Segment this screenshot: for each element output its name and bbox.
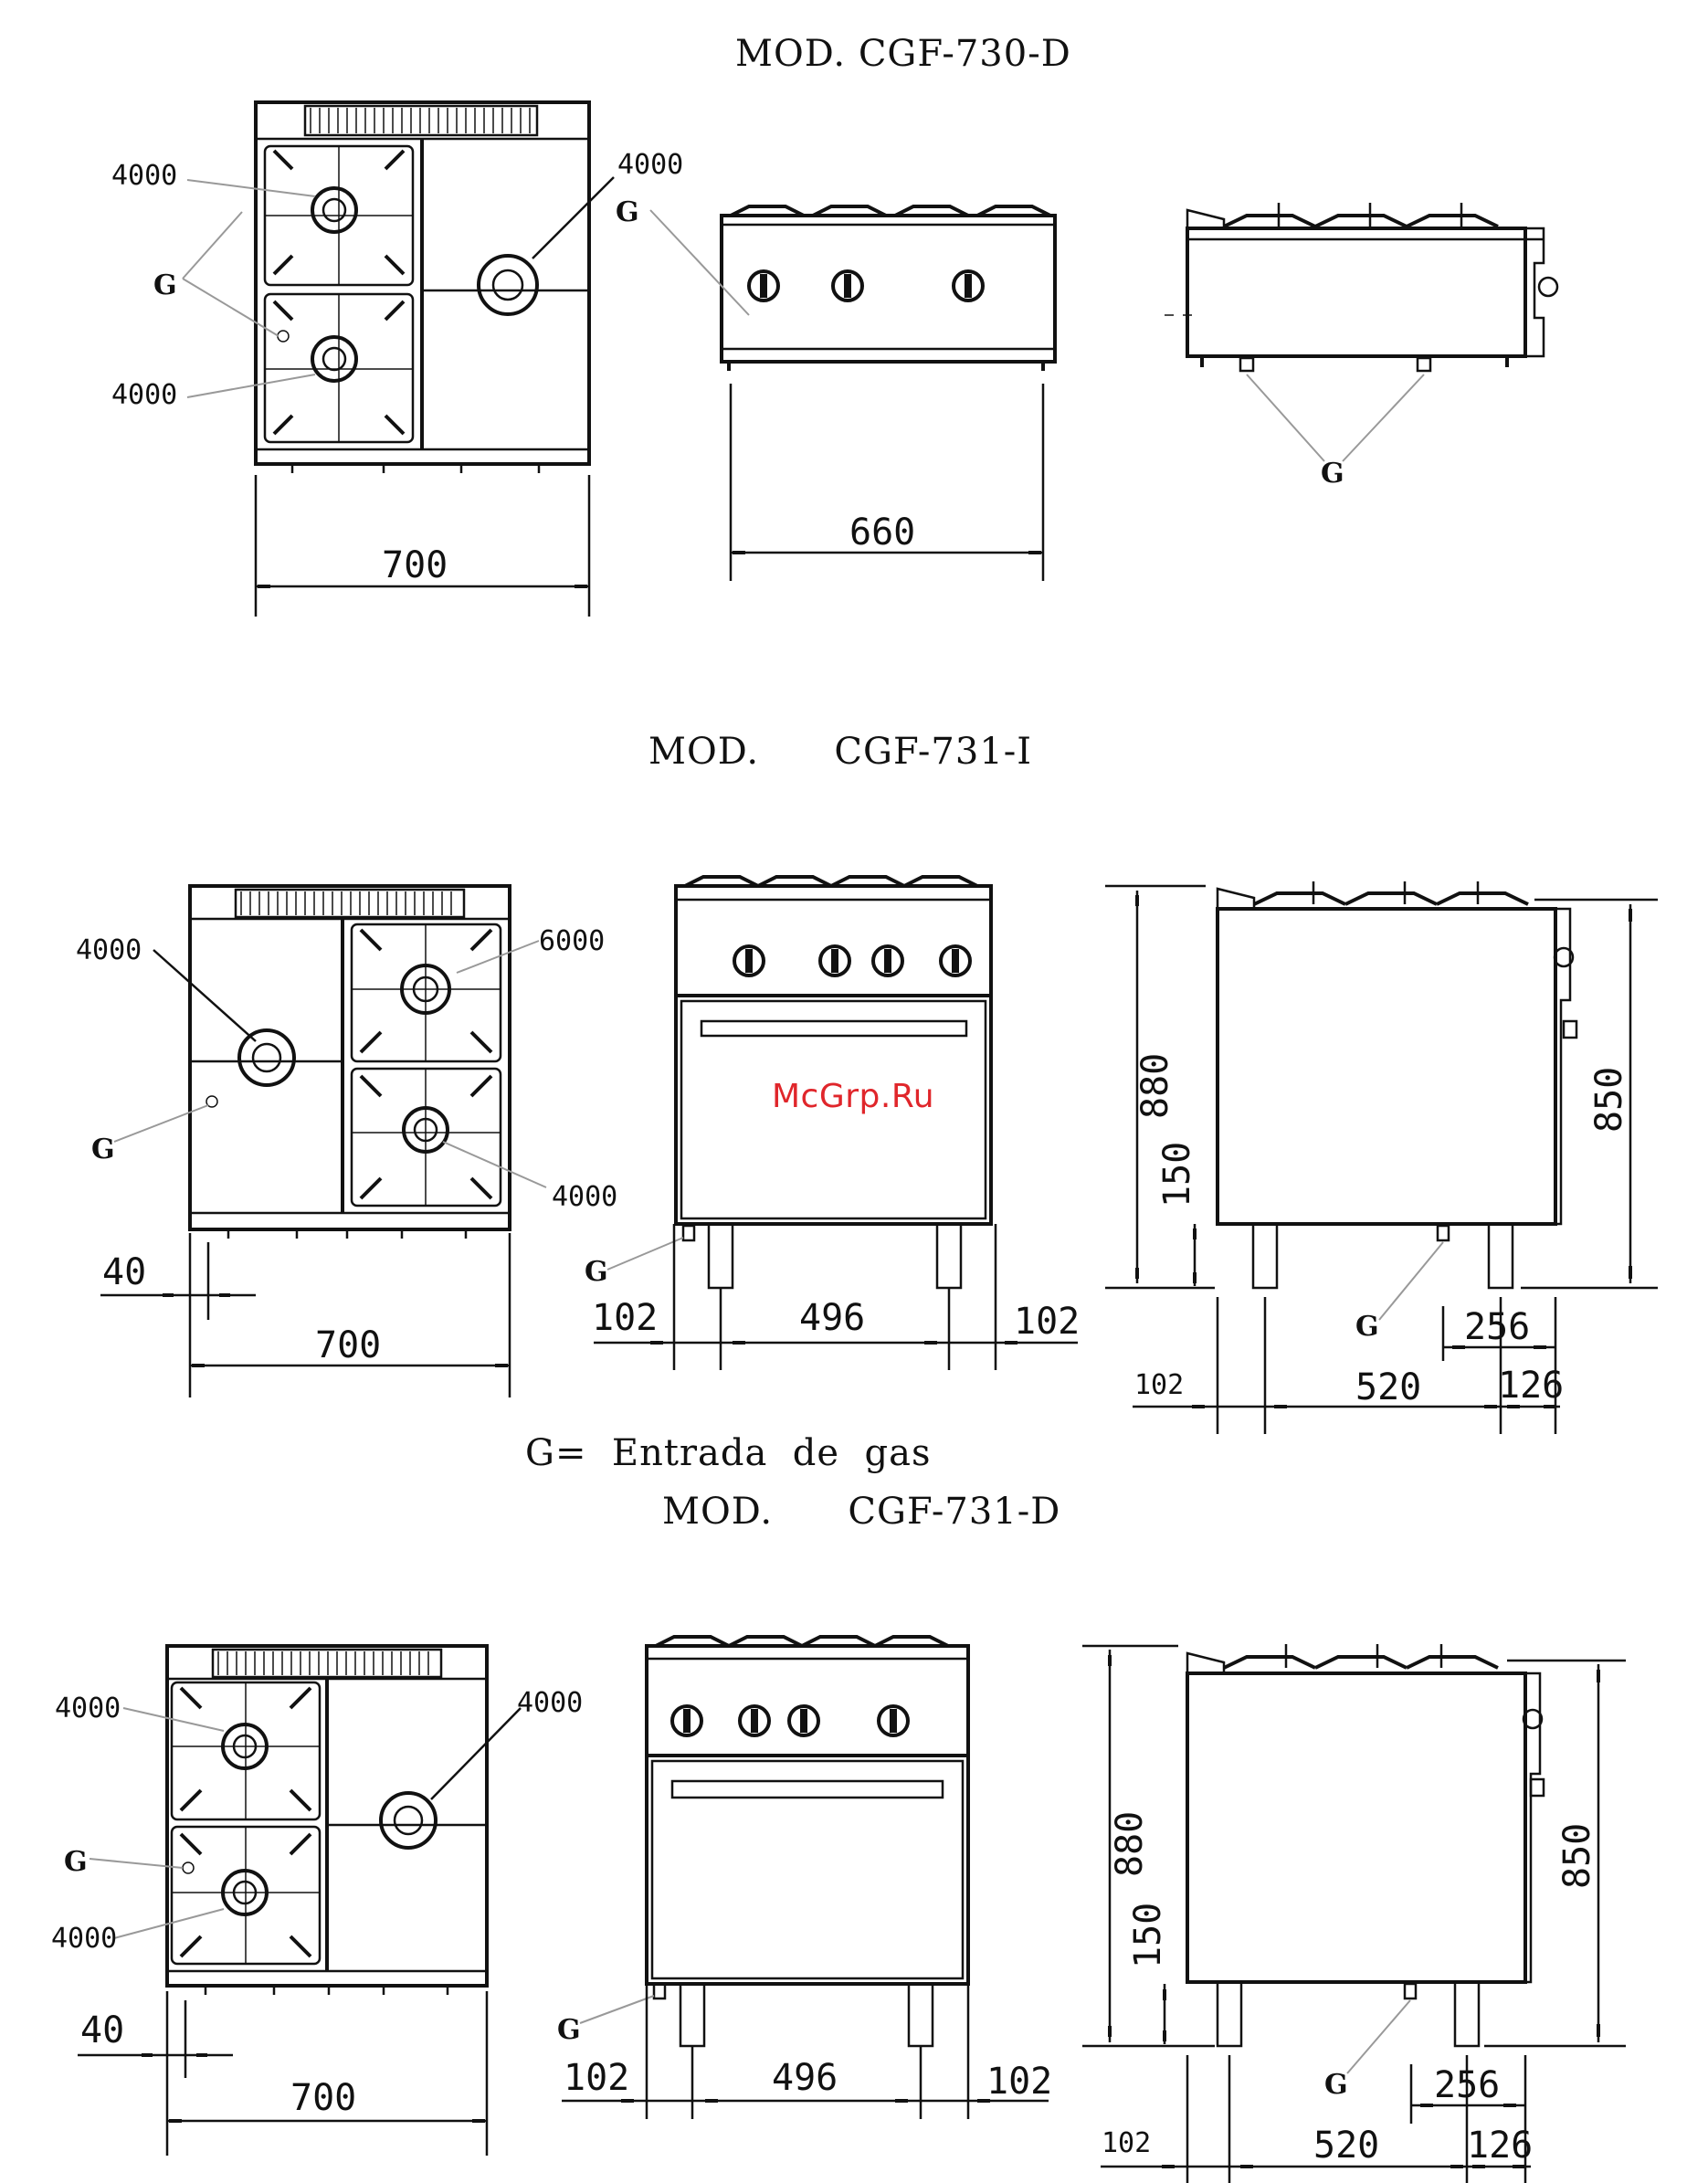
dimension-height-feet: 150 — [1127, 1903, 1169, 1968]
cgf-730-d-top-view — [183, 102, 614, 617]
dimension-offset: 40 — [80, 2009, 124, 2051]
burner-icon — [312, 188, 356, 232]
dimension-width: 660 — [849, 511, 915, 554]
cgf-731-i-top-view — [100, 886, 546, 1397]
gas-inlet-label: G — [91, 1134, 115, 1165]
burner-power-label: 4000 — [55, 1693, 121, 1724]
burner-power-label: 4000 — [617, 149, 683, 181]
control-knob-icon — [734, 946, 764, 975]
gas-inlet-label: G — [585, 1256, 608, 1288]
dimension-left: 102 — [564, 2057, 629, 2099]
dimension-middle: 520 — [1313, 2125, 1379, 2167]
control-knob-icon — [1539, 278, 1557, 296]
dimension-right: 126 — [1467, 2125, 1533, 2167]
gas-inlet-label: G — [64, 1846, 88, 1878]
gas-inlet-label: G — [1355, 1311, 1379, 1343]
burner-power-label: 4000 — [517, 1687, 583, 1719]
gas-inlet-label: G — [616, 196, 639, 228]
dimension-left: 102 — [1134, 1369, 1184, 1401]
gas-inlet-label: G — [153, 269, 177, 301]
cgf-731-d-front-view — [562, 1637, 1049, 2119]
dimension-right: 102 — [1014, 1301, 1080, 1343]
dimension-height-total: 880 — [1134, 1053, 1176, 1119]
control-knob-icon — [954, 271, 983, 301]
burner-icon — [479, 256, 537, 314]
control-knob-icon — [873, 946, 902, 975]
dimension-offset: 40 — [102, 1251, 146, 1293]
gas-inlet-label: G — [1321, 458, 1344, 490]
control-knob-icon — [749, 271, 778, 301]
burner-power-label: 4000 — [51, 1923, 117, 1955]
gas-inlet-label: G — [557, 2014, 581, 2046]
cgf-730-d-side-view — [1165, 203, 1557, 461]
control-knob-icon — [789, 1706, 818, 1735]
dimension-width: 700 — [315, 1324, 381, 1366]
control-knob-icon — [820, 946, 849, 975]
burner-power-label: 6000 — [539, 925, 605, 957]
dimension-middle: 496 — [799, 1297, 865, 1339]
burner-icon — [239, 1030, 294, 1085]
grill-vents — [311, 108, 530, 133]
burner-power-label: 4000 — [76, 934, 142, 966]
grill-vents — [241, 891, 451, 915]
dimension-gas-offset: 256 — [1434, 2064, 1500, 2106]
dimension-middle: 496 — [772, 2057, 838, 2099]
dimension-width: 700 — [290, 2077, 356, 2119]
control-knob-icon — [672, 1706, 701, 1735]
dimension-left: 102 — [1102, 2127, 1151, 2159]
burner-power-label: 4000 — [111, 160, 177, 192]
dimension-left: 102 — [592, 1297, 658, 1339]
dimension-height-top: 850 — [1588, 1067, 1630, 1133]
dimension-right: 102 — [986, 2061, 1052, 2103]
burner-power-label: 4000 — [111, 379, 177, 411]
burner-icon — [312, 337, 356, 381]
burner-power-label: 4000 — [552, 1181, 617, 1213]
dimension-middle: 520 — [1355, 1366, 1421, 1408]
grill-vents — [218, 1651, 428, 1675]
control-knob-icon — [941, 946, 970, 975]
dimension-height-feet: 150 — [1156, 1142, 1198, 1208]
cgf-731-i-front-view — [594, 877, 1078, 1370]
dimension-right: 126 — [1498, 1365, 1564, 1407]
dimension-gas-offset: 256 — [1464, 1306, 1530, 1348]
dimension-height-top: 850 — [1556, 1823, 1598, 1889]
control-knob-icon — [833, 271, 862, 301]
dimension-height-total: 880 — [1109, 1811, 1151, 1877]
dimension-width: 700 — [382, 544, 448, 586]
burner-icon — [381, 1793, 436, 1848]
gas-inlet-label: G — [1324, 2069, 1348, 2101]
control-knob-icon — [740, 1706, 769, 1735]
control-knob-icon — [879, 1706, 908, 1735]
